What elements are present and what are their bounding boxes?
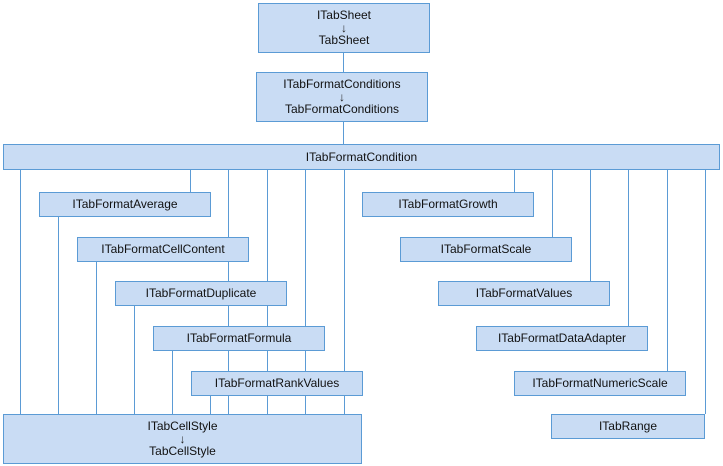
class-node-itabformatgrowth: ITabFormatGrowth xyxy=(362,192,534,217)
connector-line xyxy=(552,170,553,237)
class-node-itabformatnumericscale: ITabFormatNumericScale xyxy=(514,371,686,396)
connector-line xyxy=(705,170,706,414)
connector-line xyxy=(190,170,191,192)
connector-line xyxy=(628,170,629,326)
class-node-itabformatvalues: ITabFormatValues xyxy=(438,281,610,306)
class-node-itabcellstyle: ITabCellStyle↓TabCellStyle xyxy=(3,414,362,464)
interface-name: ITabFormatConditions xyxy=(283,77,401,92)
connector-line xyxy=(20,170,21,414)
down-arrow-icon: ↓ xyxy=(179,432,186,446)
interface-name: ITabFormatFormula xyxy=(186,331,292,346)
interface-name: ITabFormatDataAdapter xyxy=(497,331,627,346)
interface-name: ITabRange xyxy=(598,419,658,434)
class-name: TabCellStyle xyxy=(149,444,216,458)
interface-name: ITabFormatRankValues xyxy=(214,376,340,391)
connector-line xyxy=(210,396,211,414)
connector-line xyxy=(344,170,345,414)
connector-line xyxy=(514,170,515,192)
class-node-itabsheet: ITabSheet↓TabSheet xyxy=(258,3,430,53)
interface-name: ITabFormatAverage xyxy=(72,197,178,212)
interface-name: ITabFormatScale xyxy=(440,242,532,257)
interface-name: ITabFormatValues xyxy=(475,286,573,301)
interface-name: ITabCellStyle xyxy=(147,419,218,434)
connector-line xyxy=(343,122,344,144)
interface-name: ITabFormatCellContent xyxy=(101,242,225,257)
connector-line xyxy=(96,262,97,414)
interface-name: ITabFormatCondition xyxy=(305,149,418,164)
interface-name: ITabFormatNumericScale xyxy=(532,376,668,391)
connector-line xyxy=(305,170,306,414)
connector-line xyxy=(667,170,668,371)
connector-line xyxy=(343,53,344,72)
class-node-itabformatconditions: ITabFormatConditions↓TabFormatConditions xyxy=(256,72,428,122)
class-name: TabFormatConditions xyxy=(284,102,400,116)
connector-line xyxy=(590,170,591,281)
interface-name: ITabFormatDuplicate xyxy=(145,286,257,301)
class-node-itabformatcondition: ITabFormatCondition xyxy=(3,144,720,170)
class-node-itabformataverage: ITabFormatAverage xyxy=(39,192,211,217)
connector-line xyxy=(58,217,59,414)
class-node-itabformatduplicate: ITabFormatDuplicate xyxy=(115,281,287,306)
interface-name: ITabSheet xyxy=(316,8,372,23)
class-name: TabSheet xyxy=(318,33,370,47)
connector-line xyxy=(172,351,173,414)
down-arrow-icon: ↓ xyxy=(341,21,347,35)
class-node-itabformatdataadapter: ITabFormatDataAdapter xyxy=(476,326,648,351)
class-node-itabformatcellcontent: ITabFormatCellContent xyxy=(77,237,249,262)
class-node-itabformatrankvalues: ITabFormatRankValues xyxy=(191,371,363,396)
class-node-itabformatscale: ITabFormatScale xyxy=(400,237,572,262)
class-node-itabrange: ITabRange xyxy=(551,414,705,439)
down-arrow-icon: ↓ xyxy=(339,90,345,104)
class-node-itabformatformula: ITabFormatFormula xyxy=(153,326,325,351)
interface-name: ITabFormatGrowth xyxy=(398,197,498,212)
connector-line xyxy=(134,306,135,414)
